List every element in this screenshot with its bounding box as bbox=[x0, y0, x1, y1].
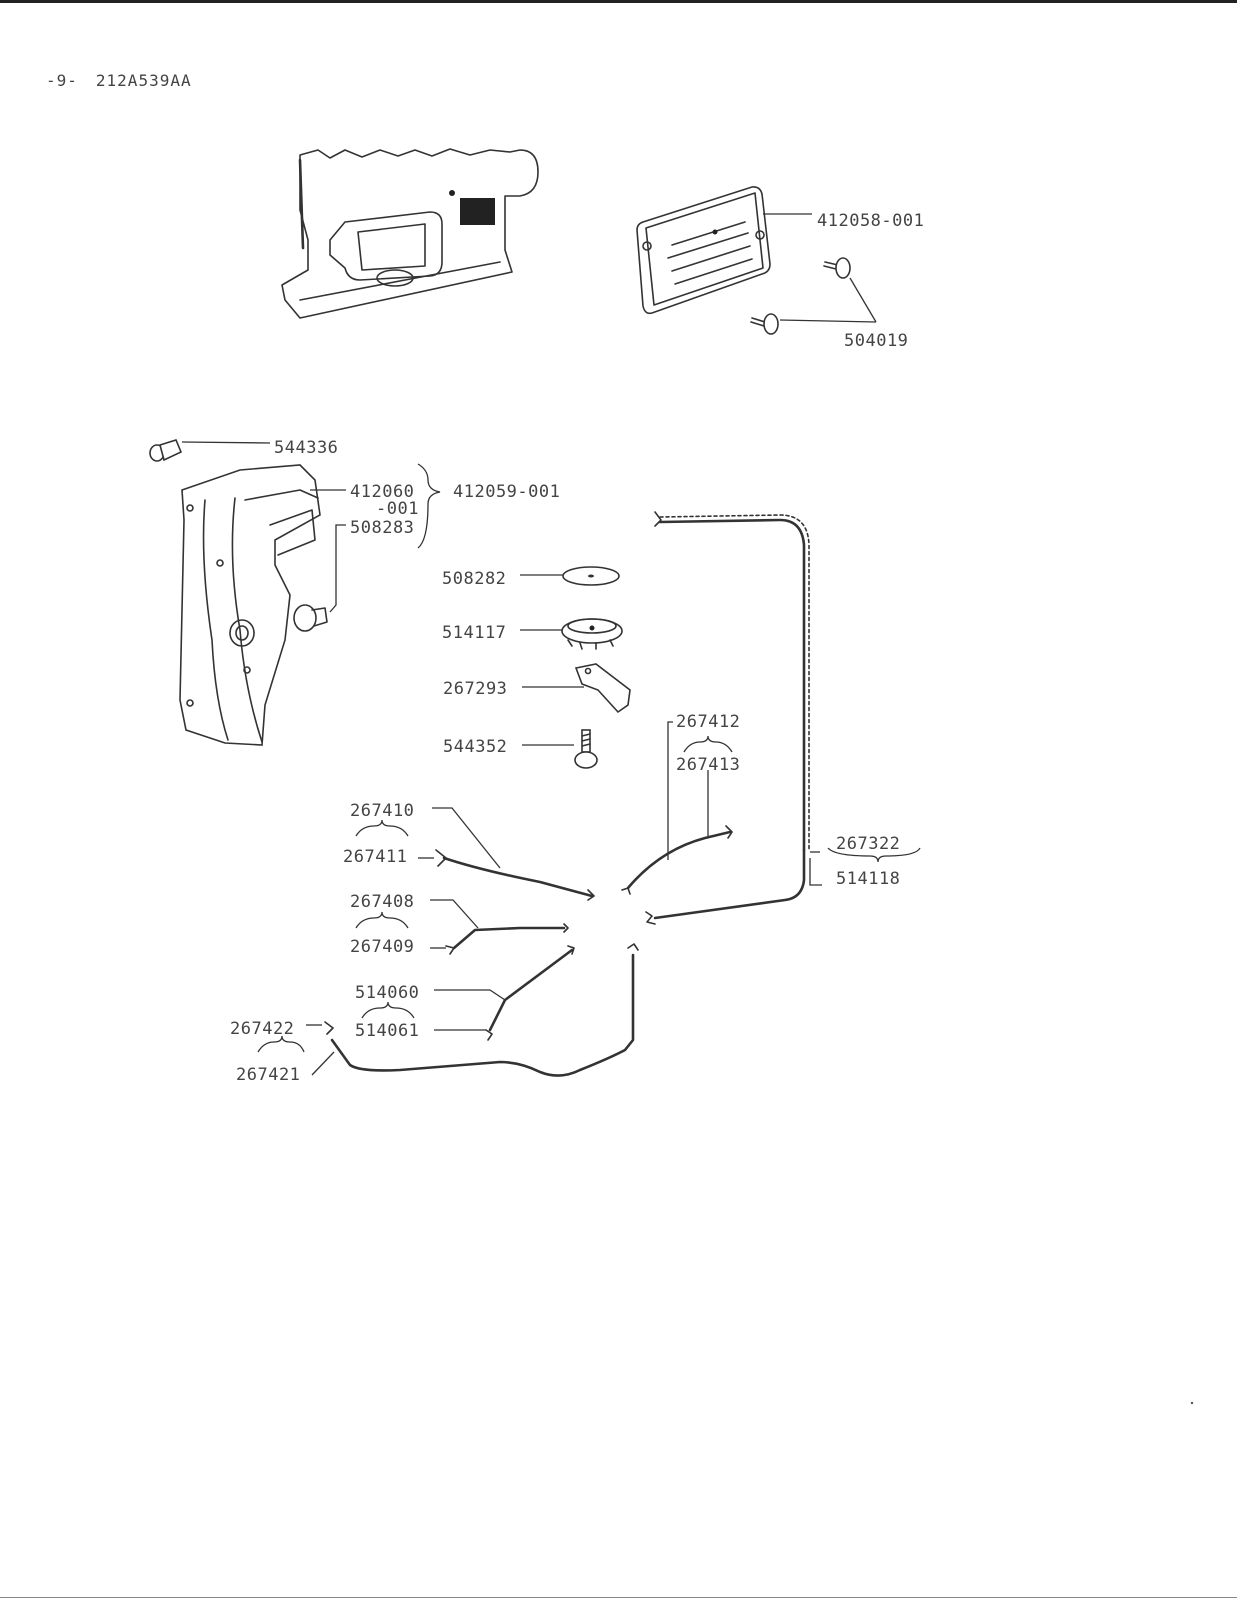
label-267412: 267412 bbox=[676, 712, 740, 732]
label-544352: 544352 bbox=[443, 737, 507, 757]
wire-267410 bbox=[435, 849, 595, 901]
top-border bbox=[0, 0, 1237, 3]
wire-514118 bbox=[645, 848, 806, 925]
label-514060: 514060 bbox=[355, 983, 419, 1003]
bracket-267293 bbox=[574, 663, 631, 714]
label-508282: 508282 bbox=[442, 569, 506, 589]
cover-knob-508283 bbox=[293, 604, 328, 632]
wire-267421 bbox=[324, 943, 639, 1077]
machine-panel-shaded bbox=[460, 198, 495, 225]
wire-267412 bbox=[621, 825, 733, 895]
wire-514060 bbox=[485, 945, 575, 1041]
label-412060: 412060 bbox=[350, 482, 414, 502]
label-267293: 267293 bbox=[443, 679, 507, 699]
bottom-border bbox=[0, 1597, 1237, 1598]
bushing-544336 bbox=[149, 439, 183, 462]
part-labels: 412058-001 504019 544336 412060 -001 508… bbox=[230, 211, 924, 1085]
label-514061: 514061 bbox=[355, 1021, 419, 1041]
label-514117: 514117 bbox=[442, 623, 506, 643]
page-number: -9- bbox=[46, 71, 78, 90]
label-267413: 267413 bbox=[676, 755, 740, 775]
wire-harness-267322 bbox=[654, 511, 810, 852]
label-412060-suffix: -001 bbox=[376, 499, 419, 519]
label-267408: 267408 bbox=[350, 892, 414, 912]
spring-washer-514117 bbox=[561, 618, 623, 650]
face-plate-412058-001 bbox=[636, 186, 771, 315]
scan-speck bbox=[1190, 1401, 1194, 1405]
label-267422: 267422 bbox=[230, 1019, 294, 1039]
label-267410: 267410 bbox=[350, 801, 414, 821]
label-514118: 514118 bbox=[836, 869, 900, 889]
belt-cover-412060-001 bbox=[179, 464, 321, 746]
felt-washer-508282 bbox=[562, 566, 620, 586]
label-504019: 504019 bbox=[844, 331, 908, 351]
label-267322: 267322 bbox=[836, 834, 900, 854]
label-267411: 267411 bbox=[343, 847, 407, 867]
label-267409: 267409 bbox=[350, 937, 414, 957]
wire-267408 bbox=[445, 923, 569, 955]
screw-504019-lower bbox=[750, 313, 779, 335]
label-412059-001: 412059-001 bbox=[453, 482, 560, 502]
screw-504019-upper bbox=[823, 257, 851, 279]
machine-reference-sketch bbox=[281, 148, 539, 319]
label-267421: 267421 bbox=[236, 1065, 300, 1085]
label-412058-001: 412058-001 bbox=[817, 211, 924, 231]
label-544336: 544336 bbox=[274, 438, 338, 458]
document-code: 212A539AA bbox=[95, 71, 192, 90]
page-header: -9- 212A539AA bbox=[46, 71, 192, 90]
screw-544352 bbox=[574, 729, 598, 769]
label-508283: 508283 bbox=[350, 518, 414, 538]
